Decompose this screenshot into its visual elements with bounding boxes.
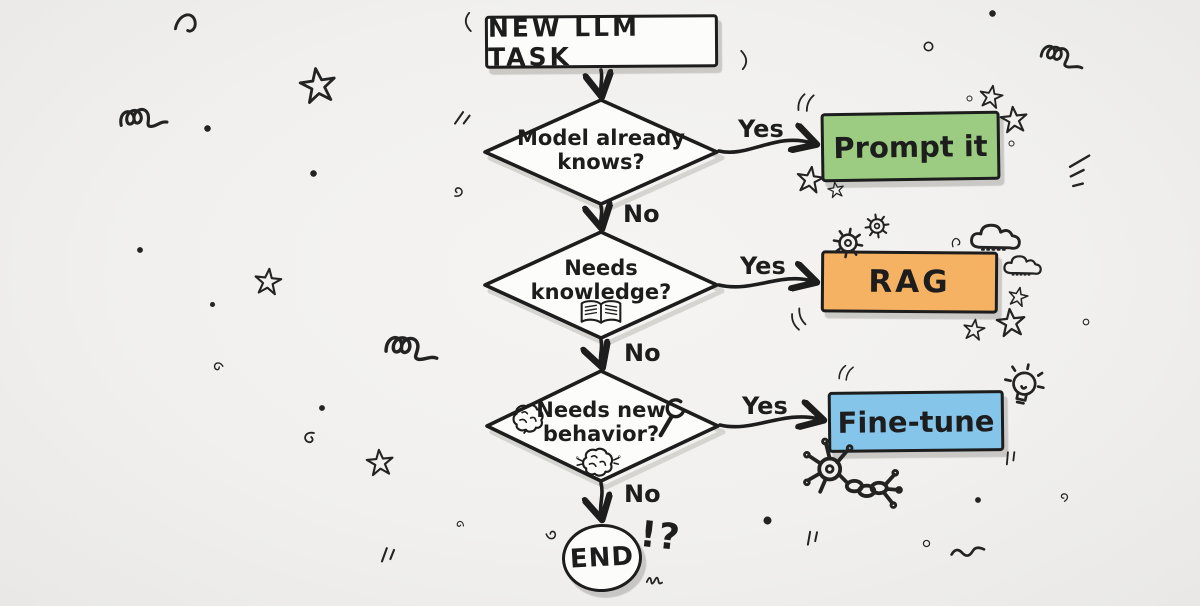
yes-label-1: Yes	[738, 115, 784, 143]
arrow-d2-yes	[717, 279, 812, 287]
ticks2-doodle	[806, 530, 819, 546]
open-book-icon	[580, 300, 622, 324]
cloud-doodle	[970, 223, 1021, 251]
curl-doodle	[545, 530, 557, 540]
end-exclamation: !?	[637, 513, 684, 560]
ticks3-doodle	[1068, 154, 1091, 188]
dot-doodle	[762, 515, 772, 525]
arrow-d1-no	[601, 206, 602, 224]
arcs2-doodle	[838, 364, 854, 381]
wrench-icon	[658, 398, 685, 438]
decision-diamond-3	[485, 369, 720, 483]
decision-diamond-2	[483, 230, 719, 340]
neuron-doodle	[802, 437, 903, 509]
star-doodle	[979, 84, 1004, 109]
dot-doodle	[975, 497, 981, 503]
curl-doodle	[454, 187, 463, 197]
dot-doodle	[137, 247, 143, 253]
star-doodle	[365, 448, 394, 477]
spiral-doodle	[384, 335, 439, 362]
wave-doodle	[950, 546, 986, 557]
gear-doodle	[832, 227, 864, 259]
ring-doodle	[1082, 318, 1090, 326]
arrow-d1-yes	[717, 140, 812, 154]
spiral-doodle	[119, 107, 169, 129]
arrow-d2-no	[600, 338, 601, 363]
mcurl-doodle	[645, 576, 663, 585]
result-box-prompt: Prompt it	[820, 110, 1001, 183]
arrow-d3-no	[601, 481, 602, 515]
decision-question-1: Model already knows?	[517, 126, 685, 175]
no-label-3: No	[624, 480, 661, 508]
end-label: END	[569, 541, 635, 575]
hook-doodle	[173, 13, 197, 33]
arcs2-doodle	[791, 307, 807, 331]
result-label: Prompt it	[833, 128, 988, 165]
arrow-d3-yes	[718, 417, 819, 427]
start-label: NEW LLM TASK	[487, 12, 641, 72]
star-doodle	[827, 181, 844, 199]
star-doodle	[999, 105, 1028, 134]
decision-question-3: Needs new behavior?	[536, 398, 666, 447]
curl-doodle	[213, 362, 224, 371]
no-label-1: No	[623, 200, 660, 228]
no-label-2: No	[624, 339, 661, 367]
arc1-doodle	[464, 11, 472, 33]
ring-doodle	[965, 94, 973, 102]
dot-doodle	[203, 124, 211, 132]
ticks2-doodle	[453, 111, 471, 125]
star-doodle	[796, 165, 825, 194]
arcs2-doodle	[797, 93, 815, 112]
yes-label-2: Yes	[740, 252, 786, 280]
star-doodle	[1008, 286, 1029, 308]
curl-doodle	[304, 431, 315, 444]
ticks2-doodle	[1005, 451, 1016, 466]
spiral-doodle	[1039, 44, 1084, 70]
star-doodle	[963, 318, 986, 341]
ticks2-doodle	[380, 547, 396, 563]
star-doodle	[254, 267, 283, 296]
brain-small-icon	[575, 447, 621, 477]
start-node: NEW LLM TASK	[484, 12, 719, 72]
ring-doodle	[922, 539, 930, 547]
brain-icon	[512, 403, 544, 434]
arc1-doodle	[740, 49, 748, 71]
bulb-doodle	[1003, 363, 1045, 405]
dot-doodle	[209, 301, 215, 307]
curl-doodle	[456, 520, 465, 527]
star-doodle	[995, 307, 1026, 338]
dot-doodle	[988, 9, 996, 17]
arrow-start-to-d1	[601, 68, 602, 92]
dot-doodle	[309, 169, 317, 177]
ring-doodle	[922, 40, 934, 52]
yes-label-3: Yes	[742, 392, 788, 420]
result-label: RAG	[868, 263, 951, 301]
gear-doodle	[864, 213, 890, 239]
hook-doodle	[951, 237, 961, 248]
dot-doodle	[319, 405, 325, 411]
curl-doodle	[1060, 493, 1069, 502]
star-doodle	[298, 67, 336, 104]
decision-question-2: Needs knowledge?	[530, 256, 672, 305]
ring-doodle	[1007, 139, 1015, 147]
cloud-doodle	[1003, 255, 1042, 276]
